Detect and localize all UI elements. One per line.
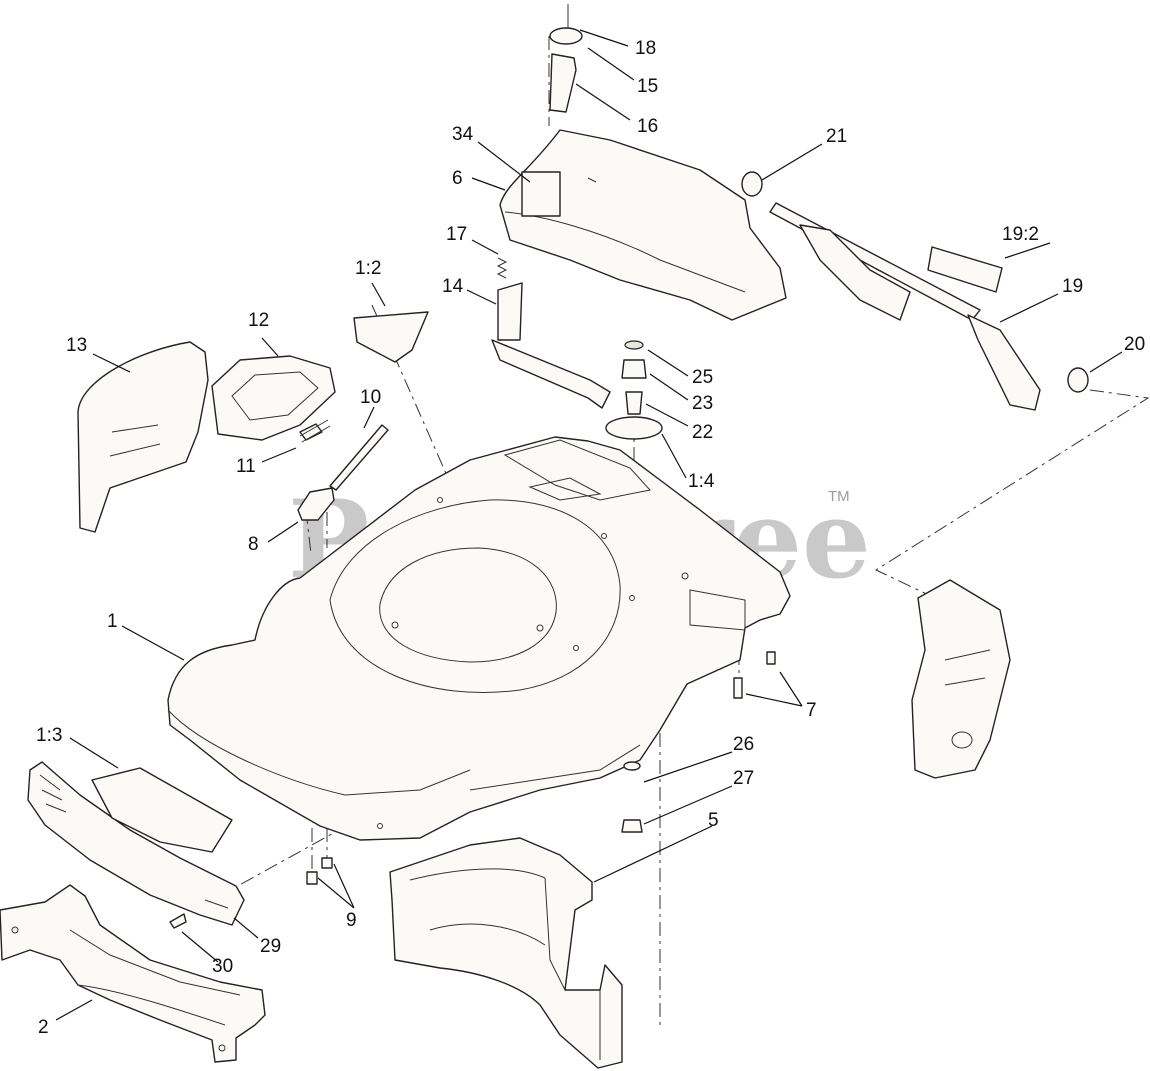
callout-1-2: 1:2 (355, 258, 381, 279)
callout-11: 11 (236, 456, 256, 477)
callout-30: 30 (212, 956, 233, 977)
hardware-parts-7-26-27-9-30 (169, 651, 776, 929)
callout-16: 16 (637, 116, 658, 137)
watermark-trademark: TM (828, 488, 850, 505)
callout-23: 23 (692, 393, 713, 414)
callout-9: 9 (346, 910, 357, 931)
callout-14: 14 (442, 276, 464, 297)
decal-part-19-2 (927, 246, 1003, 293)
callout-1-3: 1:3 (36, 725, 62, 746)
callout-25: 25 (692, 367, 713, 388)
callout-8: 8 (248, 534, 259, 555)
decal-part-1-3 (91, 767, 233, 853)
callout-20: 20 (1124, 334, 1145, 355)
callout-34: 34 (452, 124, 474, 145)
callout-10: 10 (360, 387, 381, 408)
torsion-springs-parts-21-20 (741, 171, 1089, 393)
callout-12: 12 (248, 310, 269, 331)
callout-7: 7 (806, 700, 817, 721)
callout-13: 13 (66, 335, 87, 356)
decal-part-1-2 (353, 311, 429, 363)
handle-cover-part-12 (211, 355, 336, 441)
callout-21: 21 (826, 126, 847, 147)
front-trim-part-29 (27, 761, 245, 926)
callout-17: 17 (446, 224, 467, 245)
mower-deck-part-1 (167, 436, 791, 841)
decal-part-34 (521, 171, 561, 217)
callout-18: 18 (635, 38, 656, 59)
knob-assembly-parts-18-15-16 (549, 4, 583, 113)
spring-part-17 (496, 257, 508, 279)
callout-19: 19 (1062, 276, 1083, 297)
callout-26: 26 (733, 734, 754, 755)
side-bracket (911, 579, 1011, 779)
callout-29: 29 (260, 936, 281, 957)
callout-1-4: 1:4 (688, 471, 715, 492)
discharge-chute-part-5 (389, 837, 623, 1069)
cover-part-13 (77, 341, 209, 533)
callout-2: 2 (38, 1017, 49, 1038)
callout-19-2: 19:2 (1002, 224, 1039, 245)
callout-6: 6 (452, 168, 463, 189)
rod-spring-bracket-parts-10-11-8 (297, 419, 389, 521)
height-adjuster-parts-25-23-22 (621, 340, 647, 415)
leader-lines (55, 29, 1123, 1021)
housing-part-6 (499, 129, 787, 321)
callout-1: 1 (107, 611, 118, 632)
callout-5: 5 (708, 810, 719, 831)
callout-22: 22 (692, 422, 713, 443)
callout-15: 15 (637, 76, 658, 97)
rear-trim-part-2 (0, 884, 266, 1063)
lever-part-14 (491, 282, 611, 409)
callouts: 18 15 16 34 6 21 17 14 1:2 12 13 10 19:2… (36, 38, 1145, 1038)
rod-part-19 (769, 202, 1041, 411)
callout-27: 27 (733, 768, 754, 789)
decal-part-1-4 (605, 416, 663, 440)
